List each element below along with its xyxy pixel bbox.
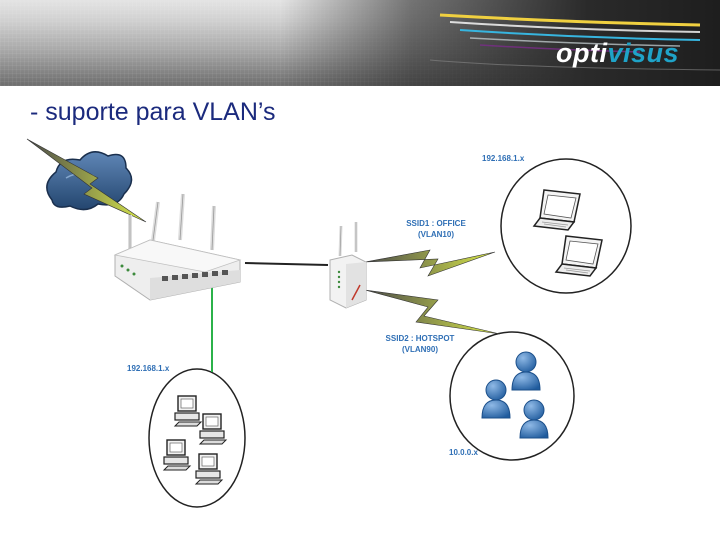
lightning-icon bbox=[26, 138, 147, 223]
ssid1-label: SSID1 : OFFICE (VLAN10) bbox=[398, 218, 474, 240]
user-icon bbox=[481, 379, 511, 419]
bullet-marker: - bbox=[30, 98, 39, 126]
header-dark-band bbox=[280, 0, 720, 86]
router-icon bbox=[113, 193, 242, 301]
slide-header: optivisus bbox=[0, 0, 720, 86]
desktop-pc-icon bbox=[198, 413, 228, 445]
router-to-ap-cable bbox=[244, 262, 329, 266]
laptop-icon bbox=[532, 189, 581, 231]
logo-prefix: opti bbox=[556, 38, 608, 68]
laptop-subnet-label: 192.168.1.x bbox=[482, 154, 525, 163]
logo-suffix: visus bbox=[607, 38, 680, 68]
ssid1-vlan: (VLAN10) bbox=[417, 230, 454, 239]
access-point-icon bbox=[329, 222, 367, 309]
ssid2-name: SSID2 : HOTSPOT bbox=[385, 334, 455, 343]
ssid2-label: SSID2 : HOTSPOT (VLAN90) bbox=[378, 333, 462, 355]
wired-subnet-label: 192.168.1.x bbox=[127, 364, 170, 373]
lightning-icon bbox=[364, 289, 501, 335]
ssid1-name: SSID1 : OFFICE bbox=[406, 219, 466, 228]
bullet-point: - suporte para VLAN’s bbox=[30, 98, 276, 127]
company-logo: optivisus bbox=[556, 38, 679, 69]
hotspot-subnet-label: 10.0.0.x bbox=[449, 448, 478, 457]
lightning-icon bbox=[364, 249, 496, 277]
desktop-pc-icon bbox=[162, 439, 192, 471]
laptop-icon bbox=[554, 235, 603, 277]
hotspot-group-circle bbox=[449, 331, 575, 461]
bullet-text: suporte para VLAN’s bbox=[45, 98, 276, 126]
ssid2-vlan: (VLAN90) bbox=[401, 345, 438, 354]
desktop-pc-icon bbox=[194, 453, 224, 485]
user-icon bbox=[511, 351, 541, 391]
network-diagram bbox=[26, 138, 632, 508]
header-swoosh bbox=[429, 13, 720, 71]
laptop-group-circle bbox=[500, 158, 632, 294]
desktop-pc-icon bbox=[173, 395, 203, 427]
wired-group-circle bbox=[148, 368, 246, 508]
user-icon bbox=[519, 399, 549, 439]
